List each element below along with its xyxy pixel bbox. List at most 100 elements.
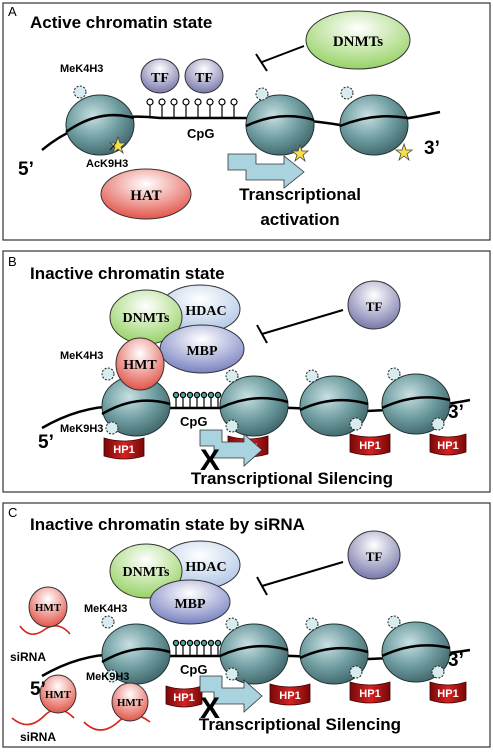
panel-c-letter: C — [8, 505, 17, 520]
outcome-c: Transcriptional Silencing — [199, 715, 401, 734]
ack9-leader — [109, 142, 117, 151]
cpg-sites-methylated-c — [172, 639, 222, 656]
nucleosome-b2 — [219, 375, 289, 437]
mbp-b: MBP — [159, 324, 245, 374]
five-prime-a: 5’ — [18, 159, 34, 180]
cpg-label-a: CpG — [187, 126, 214, 141]
cpg-sites-unmethylated — [146, 98, 238, 118]
hmt-c1-label: HMT — [35, 602, 62, 614]
mek4-marks-a — [73, 85, 354, 101]
dnmts-a-label: DNMTs — [333, 34, 383, 50]
cpg-sites-methylated-b — [172, 391, 222, 408]
tf-a2-label: TF — [195, 71, 213, 86]
dnmts-a: DNMTs — [305, 10, 411, 70]
nucleosome-c2 — [219, 623, 289, 685]
nucleosome-b4 — [381, 373, 451, 435]
dnmts-b: DNMTs — [109, 289, 183, 345]
hmt-sirna-c1: HMT — [19, 586, 71, 635]
tf-a1-label: TF — [151, 71, 169, 86]
dnmts-b-label: DNMTs — [123, 311, 170, 326]
mek4-marks-b — [101, 367, 445, 435]
panel-c-title: Inactive chromatin state by siRNA — [30, 515, 305, 534]
mek4-marks-c — [101, 615, 445, 683]
hdac-b-label: HDAC — [185, 304, 226, 319]
hp1-c-2: HP1 — [269, 683, 311, 706]
block-x-b: X — [200, 444, 220, 477]
nucleosome-a3 — [339, 94, 409, 156]
inhibition-arrow-b — [256, 309, 344, 344]
outcome-a-line1: Transcriptional — [239, 185, 361, 204]
mek4-label-c: MeK4H3 — [84, 603, 127, 615]
mbp-c-label: MBP — [174, 597, 206, 612]
block-x-c: X — [200, 692, 220, 725]
five-prime-b: 5’ — [38, 432, 54, 453]
tf-a2: TF — [184, 58, 224, 94]
hp1-c-4-label: HP1 — [437, 688, 458, 700]
hmt-b-label: HMT — [123, 358, 157, 373]
hp1-b-1-label: HP1 — [113, 444, 134, 456]
hmt-b: HMT — [115, 337, 165, 391]
tf-c-label: TF — [366, 549, 383, 564]
hp1-b-3-label: HP1 — [359, 440, 380, 452]
mbp-b-label: MBP — [186, 344, 218, 359]
panel-b-title: Inactive chromatin state — [30, 264, 225, 283]
hp1-c-2-label: HP1 — [279, 690, 300, 702]
tf-c: TF — [347, 530, 401, 580]
hp1-c-1: HP1 — [165, 685, 203, 708]
hat-label: HAT — [130, 188, 161, 204]
three-prime-b: 3’ — [448, 402, 464, 423]
hmt-sirna-c2: HMT — [11, 674, 77, 726]
panel-b: B Inactive chromatin state — [2, 250, 491, 493]
transcription-arrow-a — [227, 153, 305, 189]
panel-a-letter: A — [8, 4, 17, 19]
hp1-c-3: HP1 — [349, 681, 391, 704]
blocked-arrow-b — [199, 429, 263, 467]
ack9-label: AcK9H3 — [86, 158, 128, 170]
panel-a-title: Active chromatin state — [30, 13, 212, 32]
dnmts-c-label: DNMTs — [123, 565, 170, 580]
tf-b-label: TF — [366, 299, 383, 314]
blocked-arrow-c — [199, 675, 263, 713]
nucleosome-b1 — [101, 375, 171, 437]
hmt-c2-label: HMT — [45, 689, 72, 701]
three-prime-a: 3’ — [424, 138, 440, 159]
inhibition-arrow-a — [255, 45, 305, 72]
nucleosome-c4 — [381, 621, 451, 683]
cpg-label-b: CpG — [180, 414, 207, 429]
sirna-label-c1: siRNA — [10, 650, 46, 664]
hp1-b-1: HP1 — [103, 437, 145, 460]
sirna-label-c2: siRNA — [20, 730, 56, 744]
mek4-label-b: MeK4H3 — [60, 350, 103, 362]
hp1-c-1-label: HP1 — [173, 692, 194, 704]
hp1-b-4: HP1 — [429, 433, 467, 456]
hp1-b-3: HP1 — [349, 433, 391, 456]
five-prime-c: 5’ — [30, 679, 46, 700]
hmt-sirna-c3: HMT — [83, 682, 151, 731]
hmt-c3-label: HMT — [117, 697, 144, 709]
hp1-c-3-label: HP1 — [359, 688, 380, 700]
mek4-label-a: MeK4H3 — [60, 63, 103, 75]
panel-a: A Active chromatin state — [2, 2, 491, 241]
mek9-label-c: MeK9H3 — [86, 671, 129, 683]
hp1-b-4-label: HP1 — [437, 440, 458, 452]
ack9-stars — [108, 135, 414, 163]
panel-c: C Inactive chromatin state by siRNA — [2, 502, 491, 748]
tf-b: TF — [347, 280, 401, 330]
outcome-b: Transcriptional Silencing — [191, 469, 393, 488]
nucleosome-a1 — [65, 94, 135, 156]
outcome-a-line2: activation — [260, 210, 339, 229]
tf-a1: TF — [140, 58, 180, 94]
panel-b-letter: B — [8, 254, 17, 269]
inhibition-arrow-c — [256, 561, 344, 596]
three-prime-c: 3’ — [448, 650, 464, 671]
mbp-c: MBP — [149, 579, 231, 625]
hp1-c-4: HP1 — [429, 681, 467, 704]
nucleosome-a2 — [245, 94, 315, 156]
dnmts-c: DNMTs — [109, 543, 183, 599]
cpg-label-c: CpG — [180, 662, 207, 677]
hdac-c-label: HDAC — [185, 560, 226, 575]
mek9-label-b: MeK9H3 — [60, 423, 103, 435]
hat-enzyme: HAT — [100, 168, 192, 220]
